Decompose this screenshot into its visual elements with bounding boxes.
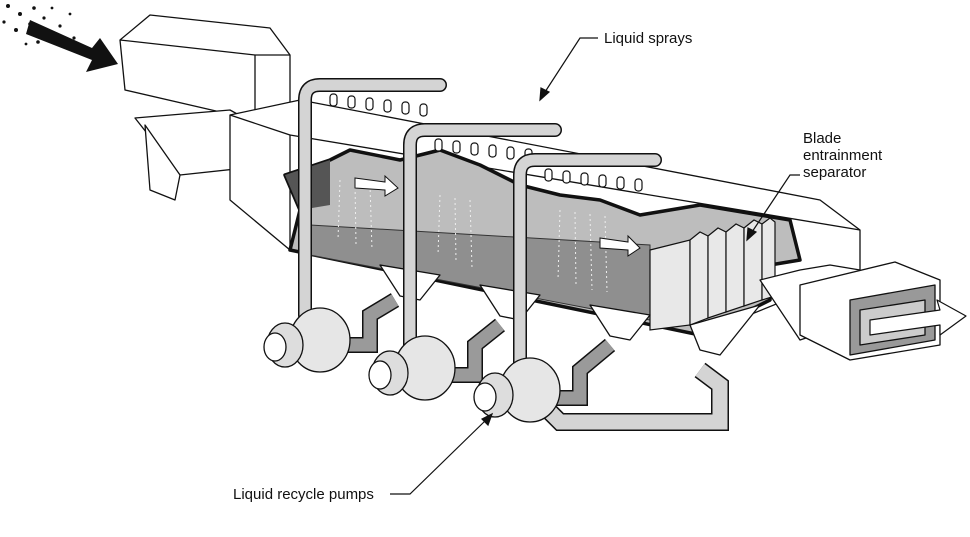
- hoppers: [379, 264, 761, 356]
- label-recycle-pumps: Liquid recycle pumps: [233, 486, 374, 503]
- label-blade-line1: Blade: [803, 130, 842, 147]
- label-blade-line2: entrainment: [803, 147, 883, 164]
- spray-system-3: [473, 153, 729, 431]
- label-blade-separator: Blade entrainment separator: [803, 130, 882, 181]
- leader-lines: [390, 37, 800, 495]
- blade-entrainment-separator: [649, 217, 776, 331]
- spray-system-2: [368, 123, 562, 401]
- label-liquid-sprays: Liquid sprays: [604, 30, 693, 47]
- inlet-hood: [119, 14, 321, 201]
- inlet-gas-arrow: [2, 4, 118, 72]
- spray-system-1: [263, 78, 447, 373]
- outlet-duct: [759, 261, 967, 361]
- label-blade-line3: separator: [803, 164, 867, 181]
